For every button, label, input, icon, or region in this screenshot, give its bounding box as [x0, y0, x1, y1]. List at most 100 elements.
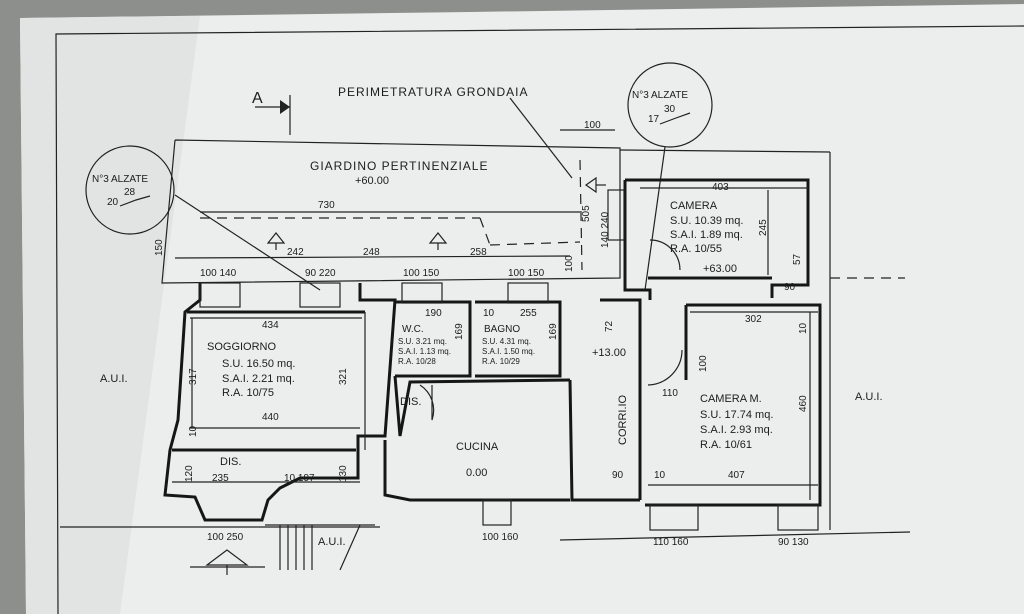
dim-10-camera-m: 10 [654, 470, 666, 481]
dim-window-100-250: 100 250 [207, 532, 244, 543]
dim-317: 317 [188, 368, 199, 385]
dim-403: 403 [712, 182, 729, 193]
dim-90-corridor: 90 [612, 470, 624, 481]
slope-arrow-3 [584, 176, 606, 194]
room-camera-m-ra: R.A. 10/61 [700, 439, 752, 451]
dim-window-110-160: 110 160 [653, 537, 689, 548]
stair-note-right-title: N°3 ALZATE [632, 90, 688, 101]
dim-window-100-160: 100 160 [482, 532, 519, 543]
paper-shade [20, 16, 200, 614]
room-soggiorno-su: S.U. 16.50 mq. [222, 358, 295, 370]
room-bagno-ra: R.A. 10/29 [482, 357, 520, 366]
dim-248: 248 [363, 247, 380, 258]
room-bagno: BAGNO S.U. 4.31 mq. S.A.I. 1.50 mq. R.A.… [482, 324, 535, 366]
dim-window-100-150-b: 100 150 [508, 268, 545, 279]
room-camera-m-sai: S.A.I. 2.93 mq. [700, 424, 773, 436]
dim-100-top: 100 [584, 120, 601, 131]
room-bagno-name: BAGNO [484, 324, 520, 335]
dim-730: 730 [318, 200, 335, 211]
dim-57: 57 [792, 253, 803, 265]
dim-90-right: 90 [784, 282, 796, 293]
drawing-frame [55, 25, 1024, 614]
garden-title: GIARDINO PERTINENZIALE [310, 159, 488, 173]
dim-169-b: 169 [548, 323, 559, 340]
room-camera: CAMERA S.U. 10.39 mq. S.A.I. 1.89 mq. R.… [670, 200, 743, 275]
room-corridoio: CORRI.IO [617, 394, 629, 445]
corridor-level: +13.00 [592, 347, 626, 359]
room-cucina: CUCINA 0.00 [456, 441, 499, 479]
room-camera-sai: S.A.I. 1.89 mq. [670, 229, 743, 241]
stair-note-right-rise: 30 [664, 104, 676, 115]
room-camera-ra: R.A. 10/55 [670, 243, 722, 255]
entry-arrow [190, 549, 265, 575]
dim-10-197: 10 197 [284, 473, 315, 484]
section-marker-label: A [252, 90, 263, 107]
gutter-title: PERIMETRATURA GRONDAIA [338, 85, 528, 99]
room-camera-name: CAMERA [670, 200, 718, 212]
dim-72: 72 [604, 320, 615, 332]
dim-140-240: 140 240 [600, 211, 611, 248]
paper [20, 4, 1024, 614]
room-wc-ra: R.A. 10/28 [398, 357, 436, 366]
room-soggiorno: SOGGIORNO S.U. 16.50 mq. S.A.I. 2.21 mq.… [207, 341, 295, 399]
room-wc: W.C. S.U. 3.21 mq. S.A.I. 1.13 mq. R.A. … [398, 324, 451, 366]
room-soggiorno-sai: S.A.I. 2.21 mq. [222, 373, 295, 385]
gutter-outline [161, 139, 621, 284]
section-marker: A [252, 90, 291, 135]
dim-10-right: 10 [798, 322, 809, 334]
dim-258: 258 [470, 247, 487, 258]
room-soggiorno-name: SOGGIORNO [207, 341, 277, 353]
adjacent-bottom-label: A.U.I. [318, 536, 346, 548]
dim-window-100-140: 100 140 [200, 268, 237, 279]
dim-242: 242 [287, 247, 304, 258]
dim-407: 407 [728, 470, 745, 481]
room-camera-m: CAMERA M. S.U. 17.74 mq. S.A.I. 2.93 mq.… [700, 393, 773, 451]
dim-10-left: 10 [188, 425, 199, 437]
room-wc-name: W.C. [402, 324, 424, 335]
dim-100-vertical: 100 [564, 255, 575, 272]
stair-note-left: N°3 ALZATE 28 20 [85, 145, 175, 235]
dim-150: 150 [154, 239, 165, 256]
dim-505: 505 [581, 205, 592, 222]
dim-10-bagno: 10 [483, 308, 495, 319]
room-soggiorno-ra: R.A. 10/75 [222, 387, 274, 399]
stair-note-right-tread: 17 [648, 114, 660, 125]
room-camera-m-su: S.U. 17.74 mq. [700, 409, 773, 421]
room-cucina-name: CUCINA [456, 441, 499, 453]
dimension-lines [172, 129, 818, 500]
room-bagno-su: S.U. 4.31 mq. [482, 337, 531, 346]
external-stair [265, 524, 375, 571]
dim-235: 235 [212, 473, 229, 484]
room-cucina-level: 0.00 [466, 467, 487, 479]
dim-434: 434 [262, 320, 279, 331]
dim-130: 130 [338, 465, 349, 482]
stair-note-left-tread: 20 [107, 197, 119, 208]
dim-440: 440 [262, 412, 279, 423]
dim-302: 302 [745, 314, 762, 325]
room-bagno-sai: S.A.I. 1.50 mq. [482, 347, 535, 356]
dim-120: 120 [184, 465, 195, 482]
dim-255: 255 [520, 308, 537, 319]
dim-window-100-150-a: 100 150 [403, 268, 440, 279]
adjacent-right-label: A.U.I. [855, 391, 883, 403]
dim-100-camera: 100 [698, 355, 709, 372]
dim-460: 460 [798, 395, 809, 412]
slope-arrow-2 [428, 232, 448, 250]
dim-245: 245 [758, 219, 769, 236]
dim-169-a: 169 [454, 323, 465, 340]
room-wc-su: S.U. 3.21 mq. [398, 337, 447, 346]
dim-321: 321 [338, 368, 349, 385]
stair-note-left-title: N°3 ALZATE [92, 174, 148, 185]
dim-110: 110 [662, 388, 678, 399]
stair-note-left-rise: 28 [124, 187, 136, 198]
room-camera-su: S.U. 10.39 mq. [670, 215, 743, 227]
slope-arrow-1 [266, 232, 286, 250]
walls [60, 178, 911, 571]
room-dis-top: DIS. [400, 396, 421, 408]
dim-190: 190 [425, 308, 442, 319]
adjacent-left-label: A.U.I. [100, 373, 128, 385]
dim-window-90-130: 90 130 [778, 537, 809, 548]
room-camera-m-name: CAMERA M. [700, 393, 762, 405]
room-wc-sai: S.A.I. 1.13 mq. [398, 347, 451, 356]
